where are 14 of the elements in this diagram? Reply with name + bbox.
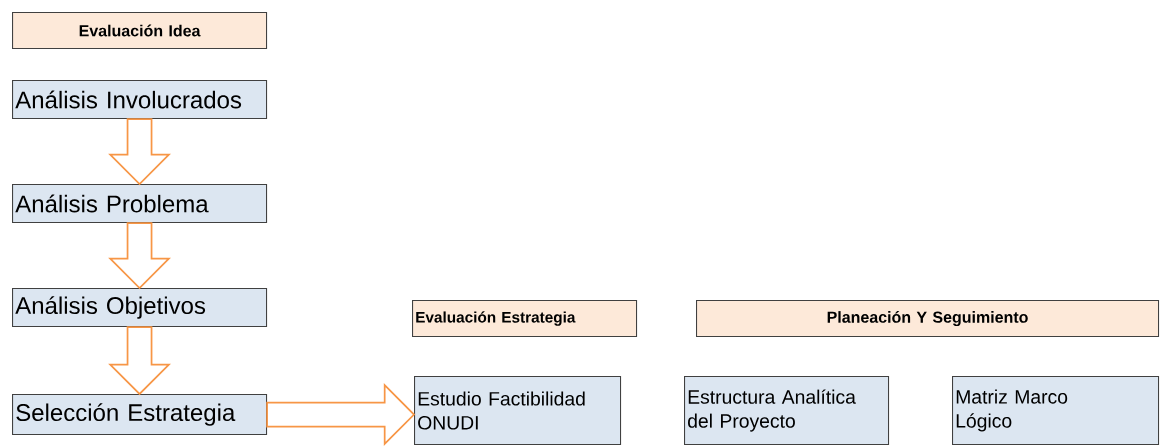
process-box: Análisis Involucrados — [12, 80, 268, 120]
process-box: Estudio Factibilidad ONUDI — [414, 376, 622, 446]
block-arrow — [108, 326, 171, 396]
process-box: Análisis Objetivos — [12, 288, 268, 328]
header-box: Planeación Y Seguimiento — [696, 300, 1160, 338]
header-box: Evaluación Idea — [12, 12, 268, 50]
block-arrow — [108, 118, 171, 186]
process-box: Análisis Problema — [12, 184, 268, 224]
process-box: Estructura Analítica del Proyecto — [684, 376, 890, 446]
process-box: Selección Estrategia — [12, 394, 268, 436]
block-arrow — [108, 222, 171, 290]
process-box: Matriz Marco Lógico — [952, 376, 1160, 446]
header-box: Evaluación Estrategia — [412, 300, 638, 338]
block-arrow — [266, 383, 416, 446]
